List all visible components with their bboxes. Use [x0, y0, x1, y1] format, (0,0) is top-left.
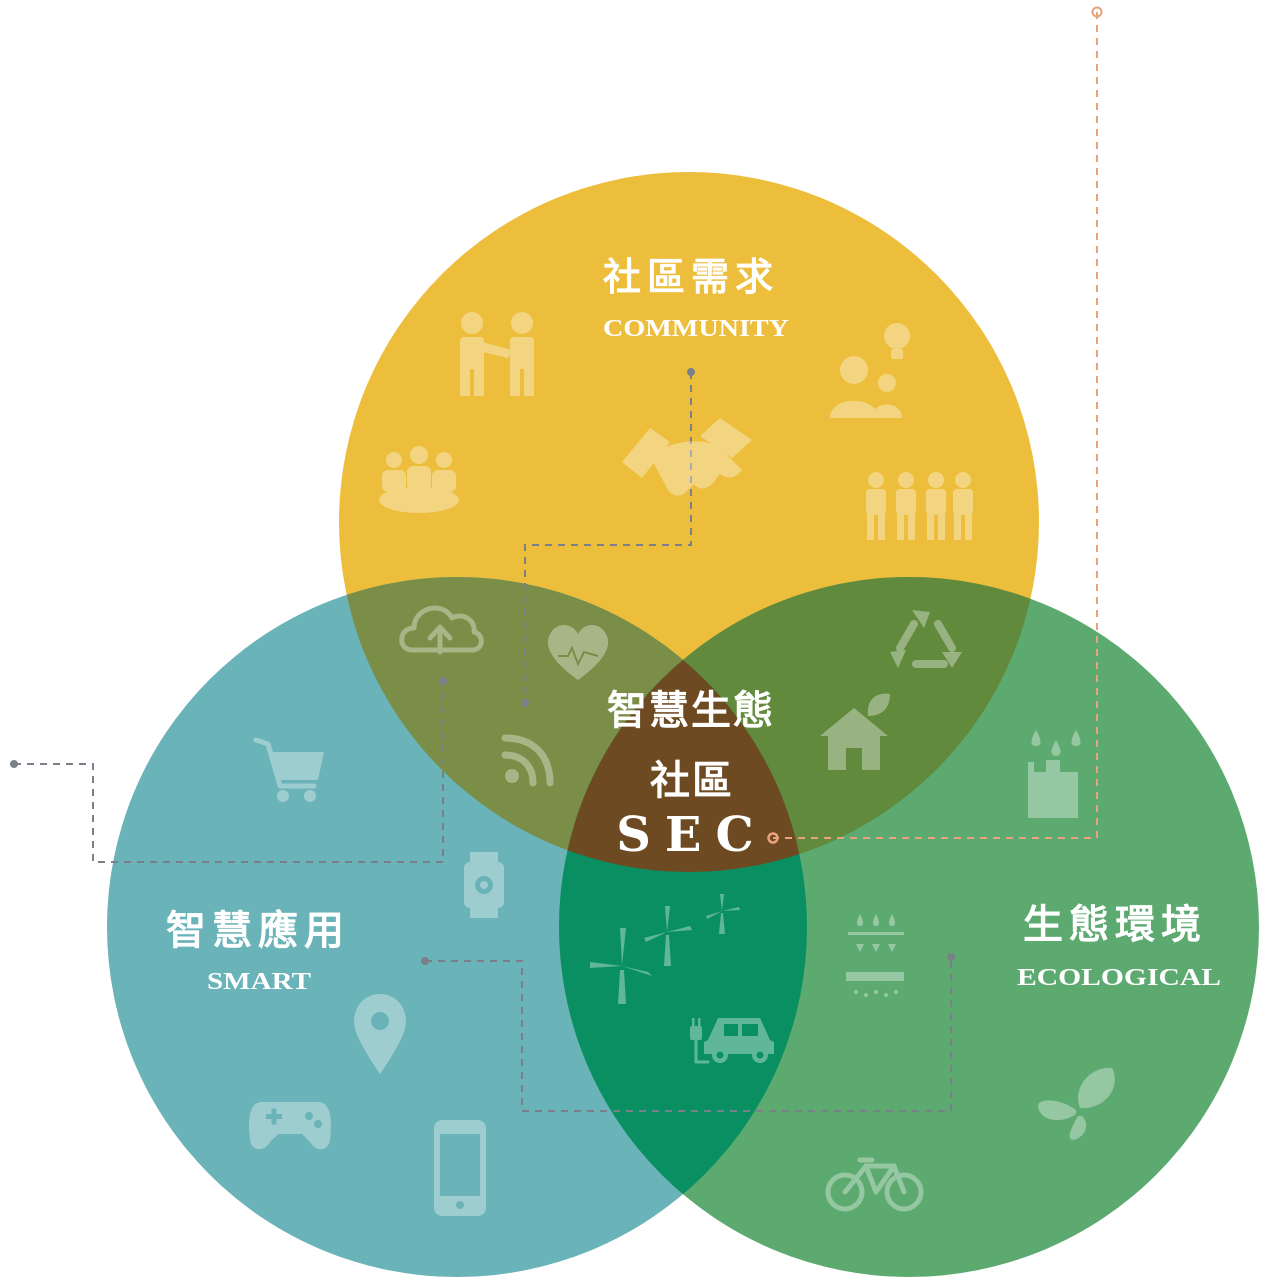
butterfly-icon [1038, 1067, 1115, 1140]
bicycle-icon [825, 1157, 924, 1212]
wifi-icon [501, 734, 554, 787]
connector-dot-sec [767, 832, 779, 844]
cloud-upload-icon [399, 605, 484, 655]
filtration-icon [846, 914, 904, 997]
connector-dot [439, 677, 447, 685]
gamepad-icon [249, 1102, 331, 1150]
ecological-title-zh: 生態環境 [1023, 901, 1207, 948]
connector-community [524, 372, 692, 703]
idea-people-icon [830, 323, 910, 418]
green-house-icon [820, 693, 890, 770]
connector-dot [10, 760, 18, 768]
center-title-line1: 智慧生態 [607, 687, 775, 734]
connector-dot-top [1091, 6, 1103, 18]
smartwatch-icon [464, 852, 504, 918]
handshake-people-icon [460, 312, 534, 396]
center-title-line2: 社區 [650, 757, 734, 804]
center-overlap [559, 577, 807, 872]
community-title-en: COMMUNITY [603, 316, 789, 342]
connector-dot [947, 953, 955, 961]
smartphone-icon [434, 1120, 486, 1216]
connector-smart [14, 681, 444, 863]
recycle-icon [890, 610, 962, 668]
connector-sec [773, 12, 1098, 839]
smart-title-en: SMART [207, 969, 311, 995]
location-pin-icon [354, 994, 406, 1074]
wind-turbine-icon [590, 894, 740, 1004]
smart-title-zh: 智慧應用 [166, 907, 350, 954]
group-meeting-icon [379, 446, 459, 513]
community-title-zh: 社區需求 [603, 254, 779, 299]
handshake-icon [622, 418, 752, 496]
rain-factory-icon [1028, 730, 1081, 818]
crowd-icon [866, 472, 973, 540]
shopping-cart-icon [253, 737, 324, 802]
center-title-line3: SEC [616, 807, 767, 863]
connector-dot [521, 699, 529, 707]
electric-car-icon [690, 1018, 774, 1064]
connector-dot [687, 368, 695, 376]
heart-rate-icon [547, 625, 609, 680]
ecological-title-en: ECOLOGICAL [1017, 965, 1221, 991]
connector-ecological [425, 957, 952, 1112]
connector-dot [421, 957, 429, 965]
